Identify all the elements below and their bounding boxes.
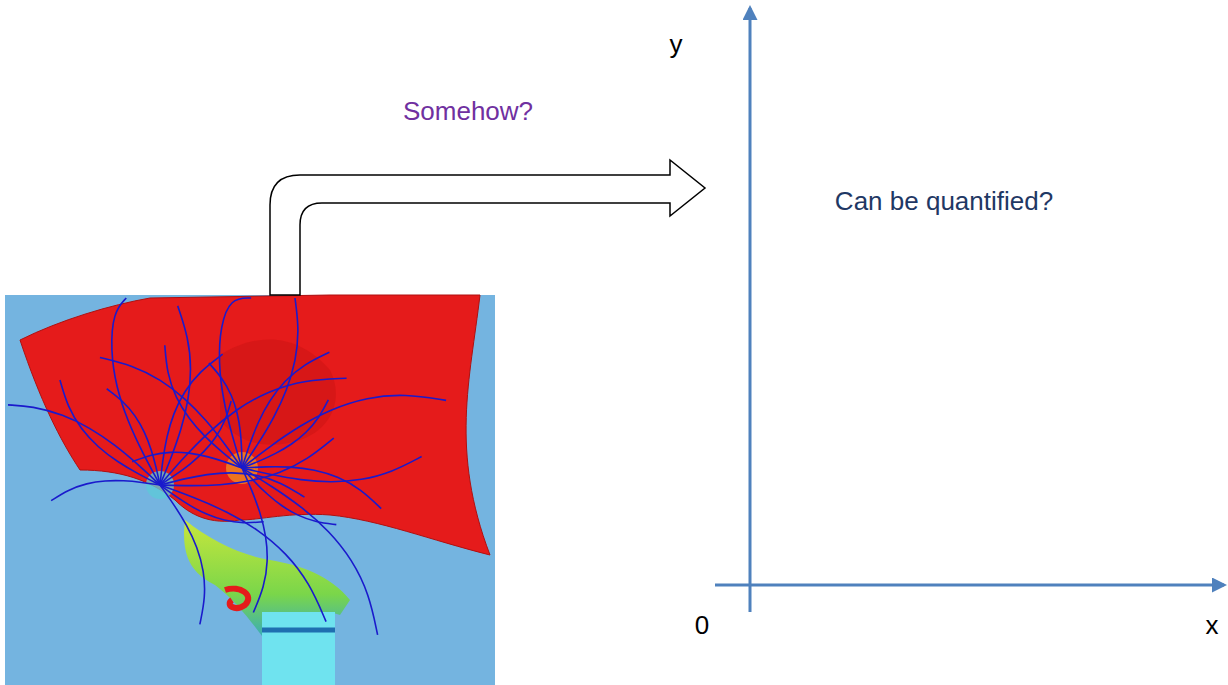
streamline <box>242 468 378 635</box>
y-axis <box>749 8 752 612</box>
streamline <box>209 363 242 468</box>
surface-fold <box>220 339 336 444</box>
streamline <box>165 345 242 468</box>
streamline <box>60 380 160 485</box>
streamline <box>160 485 326 622</box>
x-axis <box>715 584 1224 587</box>
streamline <box>242 298 298 468</box>
arrow-caption: Somehow? <box>403 97 533 127</box>
streamline <box>242 468 267 613</box>
origin-label: 0 <box>695 611 709 641</box>
bent-arrow <box>270 160 705 295</box>
streamline <box>242 400 328 468</box>
streamline <box>242 352 329 468</box>
streamline <box>242 457 422 482</box>
image-background <box>5 295 495 685</box>
red-surface <box>20 295 490 555</box>
streamlines <box>8 298 446 635</box>
streamline <box>242 395 446 468</box>
streamline <box>160 485 205 624</box>
axis-label: y <box>670 30 683 60</box>
axis-label: x <box>1206 611 1219 641</box>
axis-question: Can be quantified? <box>835 187 1053 217</box>
streamline <box>107 389 160 485</box>
airway-base <box>262 612 335 685</box>
streamline <box>242 468 336 525</box>
streamline <box>160 485 264 523</box>
streamline <box>160 378 347 485</box>
red-fragment <box>225 589 248 608</box>
streamline <box>8 405 160 485</box>
airway-band <box>262 628 335 633</box>
streamline <box>51 481 160 501</box>
